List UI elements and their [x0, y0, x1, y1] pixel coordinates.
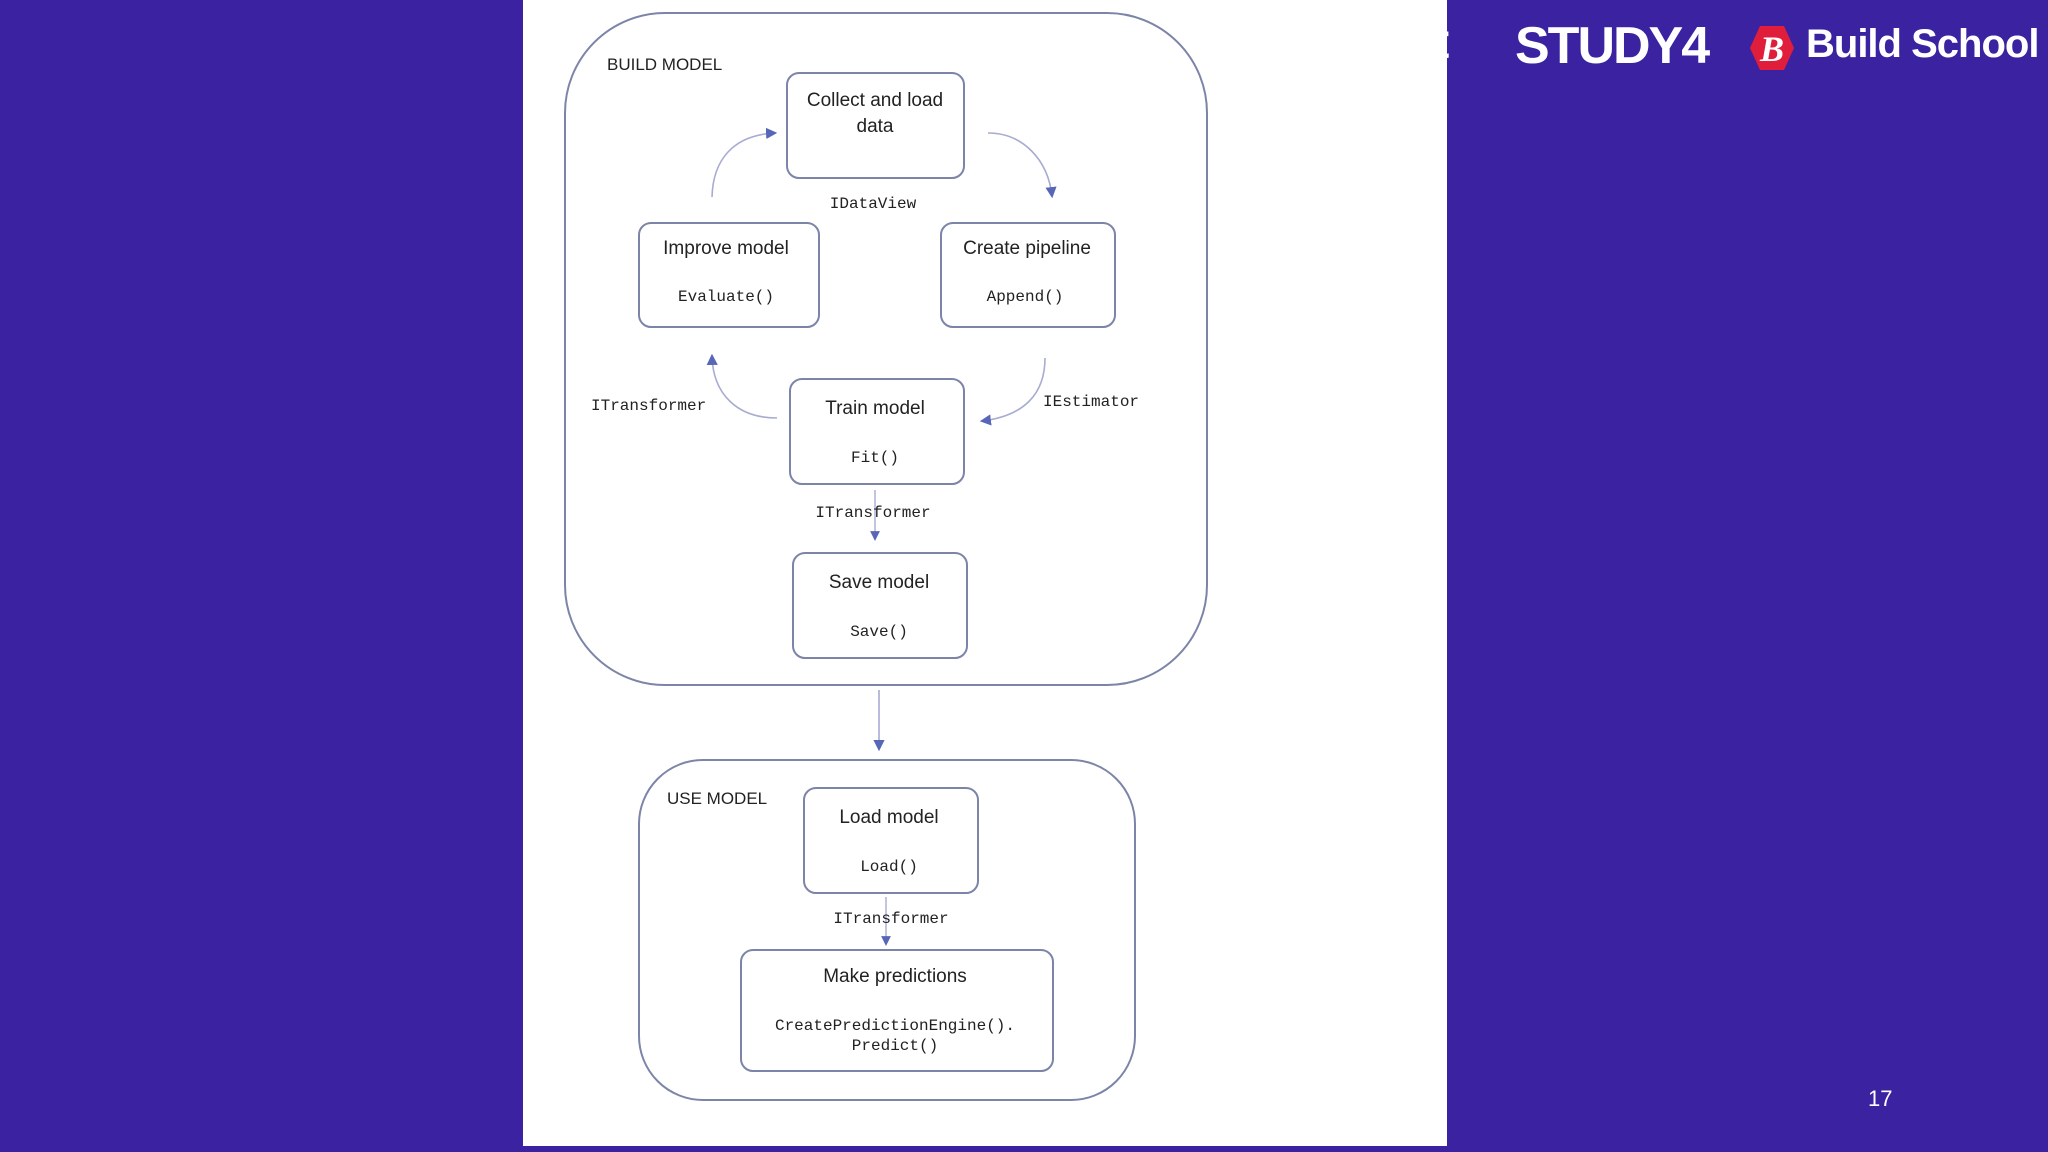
build-model-label: BUILD MODEL	[607, 55, 722, 74]
node-improve-code: Evaluate()	[678, 288, 774, 306]
node-create-pipeline: Create pipeline Append()	[940, 222, 1116, 328]
node-load-code: Load()	[860, 858, 918, 876]
edge-label-itransformer-loop: ITransformer	[591, 397, 706, 415]
node-improve-title: Improve model	[663, 238, 789, 259]
node-pipeline-title: Create pipeline	[963, 238, 1091, 259]
build-school-mark-letter: B	[1759, 29, 1784, 69]
node-save-title: Save model	[829, 572, 929, 593]
arrow-improve-to-collect	[711, 127, 778, 198]
edge-label-iestimator: IEstimator	[1043, 393, 1139, 411]
edge-label-idataview: IDataView	[830, 195, 917, 213]
node-train-title: Train model	[825, 398, 925, 419]
node-load-model: Load model Load()	[803, 787, 979, 894]
node-predict-code-1: CreatePredictionEngine().	[775, 1017, 1015, 1035]
edge-label-itransformer-save: ITransformer	[815, 504, 930, 522]
node-predict-title: Make predictions	[823, 966, 967, 987]
use-model-label: USE MODEL	[667, 789, 767, 808]
arrow-train-to-improve	[706, 353, 778, 419]
study4-logo: STUDY4	[1515, 17, 1710, 75]
build-model-group	[564, 12, 1208, 686]
build-school-mark-shape	[1750, 26, 1794, 70]
diagram-panel: BUILD MODEL USE MODEL Collect and load d…	[523, 0, 1447, 1146]
node-predict-code-2: Predict()	[852, 1037, 938, 1055]
node-make-predictions: Make predictions CreatePredictionEngine(…	[740, 949, 1054, 1072]
ml-workflow-diagram: BUILD MODEL USE MODEL Collect and load d…	[564, 12, 1208, 1101]
build-school-mark-icon: B	[1750, 26, 1794, 70]
arrow-collect-to-pipeline	[987, 132, 1057, 199]
node-train-code: Fit()	[851, 449, 899, 467]
node-collect-title-2: data	[857, 116, 894, 137]
node-save-code: Save()	[850, 623, 908, 641]
use-model-group	[638, 759, 1136, 1101]
arrow-pipeline-to-train	[979, 357, 1046, 426]
page-number: 17	[1868, 1086, 1893, 1111]
edge-label-itransformer-use: ITransformer	[833, 910, 948, 928]
node-collect-title-1: Collect and load	[807, 90, 943, 111]
build-school-logo-text: Build School	[1806, 22, 2039, 66]
node-collect-data: Collect and load data	[786, 72, 965, 179]
node-train-model: Train model Fit()	[789, 378, 965, 485]
node-load-title: Load model	[839, 807, 938, 828]
node-improve-model: Improve model Evaluate()	[638, 222, 820, 328]
node-pipeline-code: Append()	[987, 288, 1064, 306]
node-save-model: Save model Save()	[792, 552, 968, 659]
